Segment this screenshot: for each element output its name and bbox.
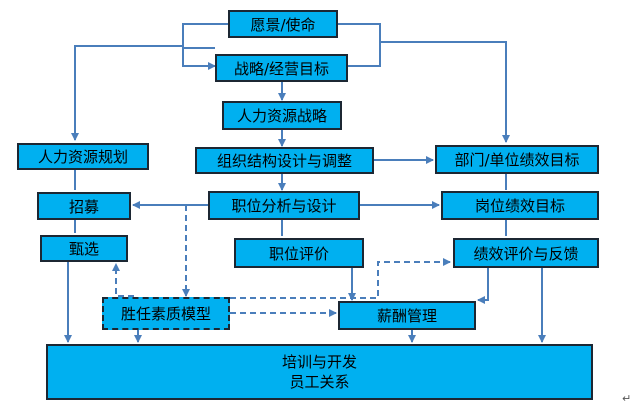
node-compensation: 薪酬管理 <box>338 301 476 330</box>
node-hr-strategy: 人力资源战略 <box>222 101 342 130</box>
connector-competency-selection-dashed <box>112 263 134 297</box>
connector-to-dept-goals <box>380 41 510 143</box>
node-vision: 愿景/使命 <box>228 10 338 38</box>
node-hr-planning: 人力资源规划 <box>17 143 149 170</box>
connector-to-hr-planning <box>71 45 183 141</box>
node-strategy: 战略/经营目标 <box>215 54 348 82</box>
node-post-goals: 岗位绩效目标 <box>441 191 599 220</box>
paragraph-mark: ↵ <box>622 392 632 405</box>
connector-vision-strategy-right <box>338 23 381 67</box>
connector-competency-perf-dashed <box>230 258 451 299</box>
node-training-relations: 培训与开发 员工关系 <box>46 344 593 400</box>
node-relations-label: 员工关系 <box>289 373 350 391</box>
node-dept-goals: 部门/单位绩效目标 <box>435 145 599 174</box>
connector-vision-strategy-left <box>182 23 228 49</box>
node-perf-eval: 绩效评价与反馈 <box>453 238 599 268</box>
node-training-label: 培训与开发 <box>281 352 357 371</box>
connector-perf-comp <box>477 268 489 304</box>
node-job-analysis: 职位分析与设计 <box>208 191 360 220</box>
node-org-design: 组织结构设计与调整 <box>195 147 374 174</box>
node-competency: 胜任素质模型 <box>102 297 230 330</box>
node-job-eval: 职位评价 <box>234 238 364 268</box>
connector-vision-strategy-left-2 <box>182 48 216 70</box>
node-selection: 甄选 <box>40 235 128 262</box>
node-recruit: 招募 <box>37 192 131 220</box>
